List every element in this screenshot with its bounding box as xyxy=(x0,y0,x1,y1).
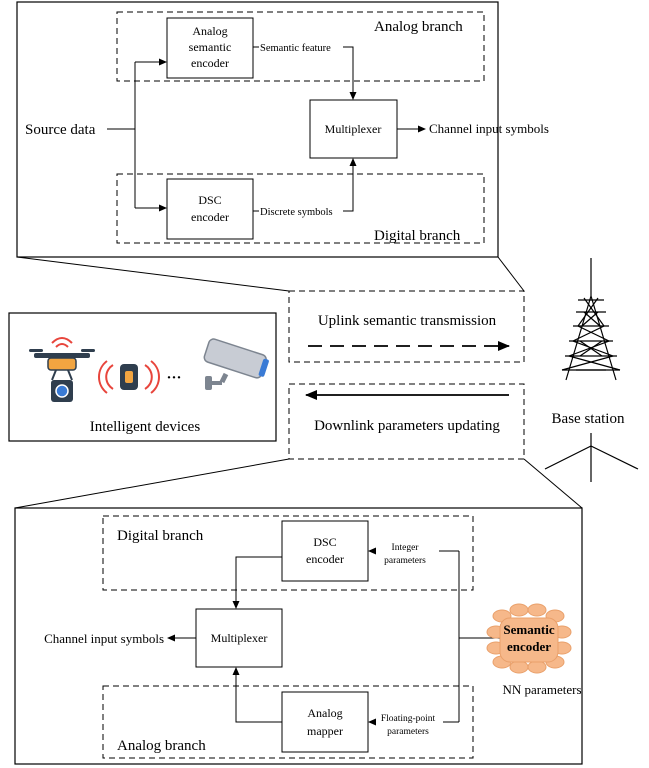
top-digital-branch-label: Digital branch xyxy=(374,228,461,244)
top-analog-branch-label: Analog branch xyxy=(374,19,463,35)
nn-parameters-label: NN parameters xyxy=(502,682,581,697)
downlink-panel: Downlink parameters updating xyxy=(288,383,525,460)
downlink-box xyxy=(288,383,525,460)
semantic-feature-label: Semantic feature xyxy=(260,43,331,54)
bottom-analog-branch-label: Analog branch xyxy=(117,738,206,754)
analog-mapper-box xyxy=(281,691,369,753)
top-panel: Analog branch Digital branch Analog sema… xyxy=(16,1,549,258)
top-analog-branch-box xyxy=(116,11,485,82)
bottom-panel: Digital branch Analog branch DSC encoder… xyxy=(14,507,583,765)
integer-params-line2: parameters xyxy=(384,556,426,566)
uplink-panel: Uplink semantic transmission xyxy=(288,290,525,363)
analog-mapper-line2: mapper xyxy=(307,724,343,738)
uplink-box xyxy=(288,290,525,363)
semantic-encoder-nn-icon xyxy=(486,603,572,674)
base-station-label: Base station xyxy=(552,411,625,427)
top-digital-branch-box xyxy=(116,173,485,244)
top-dsc-line1: DSC xyxy=(198,193,221,207)
semantic-encoder-line1: Semantic xyxy=(503,622,555,637)
bottom-dsc-line1: DSC xyxy=(313,535,336,549)
bottom-dsc-encoder-box xyxy=(281,520,369,582)
dsc-to-mux-arrow xyxy=(232,556,282,609)
discrete-symbols-arrow xyxy=(343,158,357,212)
callout-bottom-right xyxy=(523,458,583,509)
discrete-symbols-label: Discrete symbols xyxy=(260,207,333,218)
wireless-sensor-icon xyxy=(98,360,160,394)
analog-encoder-line3: encoder xyxy=(191,56,229,70)
bottom-digital-branch-label: Digital branch xyxy=(117,528,204,544)
source-data-label: Source data xyxy=(25,122,96,138)
bottom-dsc-line2: encoder xyxy=(306,552,344,566)
analog-encoder-line1: Analog xyxy=(192,24,227,38)
top-dsc-encoder-box xyxy=(166,178,254,240)
callout-top-right xyxy=(497,256,525,292)
base-station-legs xyxy=(544,433,639,482)
analog-semantic-encoder-box xyxy=(166,17,254,79)
bottom-panel-frame xyxy=(14,507,583,765)
bottom-multiplexer-label: Multiplexer xyxy=(211,631,268,645)
intelligent-devices-label: Intelligent devices xyxy=(90,419,201,435)
callout-top-left xyxy=(16,256,290,292)
analog-mapper-line1: Analog xyxy=(307,706,342,720)
bottom-channel-input-label: Channel input symbols xyxy=(44,631,164,646)
semantic-feature-arrow xyxy=(343,46,357,100)
bottom-digital-branch-box xyxy=(102,515,474,591)
intelligent-devices-panel: ··· Intelligent devices xyxy=(8,312,277,442)
top-panel-frame xyxy=(16,1,499,258)
float-params-line2: parameters xyxy=(387,727,429,737)
integer-params-line1: Integer xyxy=(392,543,420,553)
bottom-multiplexer-box xyxy=(195,608,283,668)
float-params-line1: Floating-point xyxy=(381,714,436,724)
top-channel-input-label: Channel input symbols xyxy=(429,121,549,136)
analog-encoder-line2: semantic xyxy=(189,40,232,54)
drone-icon xyxy=(29,337,95,402)
top-dsc-line2: encoder xyxy=(191,210,229,224)
top-multiplexer-label: Multiplexer xyxy=(325,122,382,136)
mapper-to-mux-arrow xyxy=(232,667,282,723)
semantic-encoder-line2: encoder xyxy=(507,639,551,654)
base-station-icon xyxy=(561,258,621,381)
uplink-label: Uplink semantic transmission xyxy=(318,313,497,329)
devices-ellipsis: ··· xyxy=(166,370,181,386)
downlink-label: Downlink parameters updating xyxy=(314,418,500,434)
security-camera-icon xyxy=(203,338,269,390)
callout-bottom-left xyxy=(14,458,290,509)
devices-frame xyxy=(8,312,277,442)
bottom-analog-branch-box xyxy=(102,685,474,759)
